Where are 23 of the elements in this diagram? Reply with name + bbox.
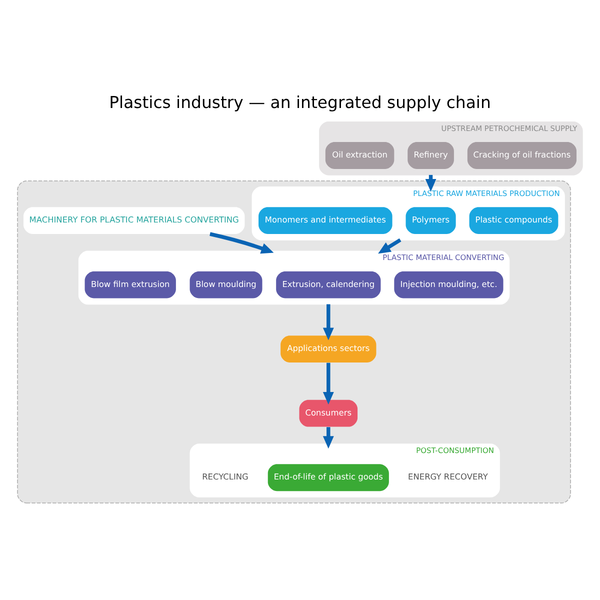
arrow (322, 426, 334, 448)
node-box: Injection moulding, etc. (394, 270, 504, 298)
node-text: ENERGY RECOVERY (408, 471, 488, 482)
arrow (378, 238, 402, 254)
arrow (210, 232, 274, 254)
arrow (322, 304, 334, 340)
cluster (17, 180, 571, 503)
node-box: MACHINERY FOR PLASTIC MATERIALS CONVERTING (23, 206, 245, 234)
node-box: Polymers (406, 206, 456, 234)
node-box: Refinery (408, 142, 454, 168)
node-box: Blow moulding (190, 270, 262, 298)
node-box: Plastic compounds (469, 206, 558, 234)
node-box: Consumers (299, 399, 358, 426)
node-box: Cracking of oil fractions (467, 142, 577, 168)
node-box: Blow film extrusion (84, 270, 176, 298)
node-box: Oil extraction (325, 142, 394, 168)
node-box: Extrusion, calendering (276, 270, 381, 298)
node-box: End-of-life of plastic goods (268, 464, 389, 491)
node-box: Applications sectors (280, 335, 376, 362)
node-box: Monomers and intermediates (258, 206, 392, 234)
node-text: RECYCLING (202, 471, 248, 482)
diagram-title: Plastics industry — an integrated supply chain (109, 92, 491, 112)
arrow (322, 362, 334, 404)
